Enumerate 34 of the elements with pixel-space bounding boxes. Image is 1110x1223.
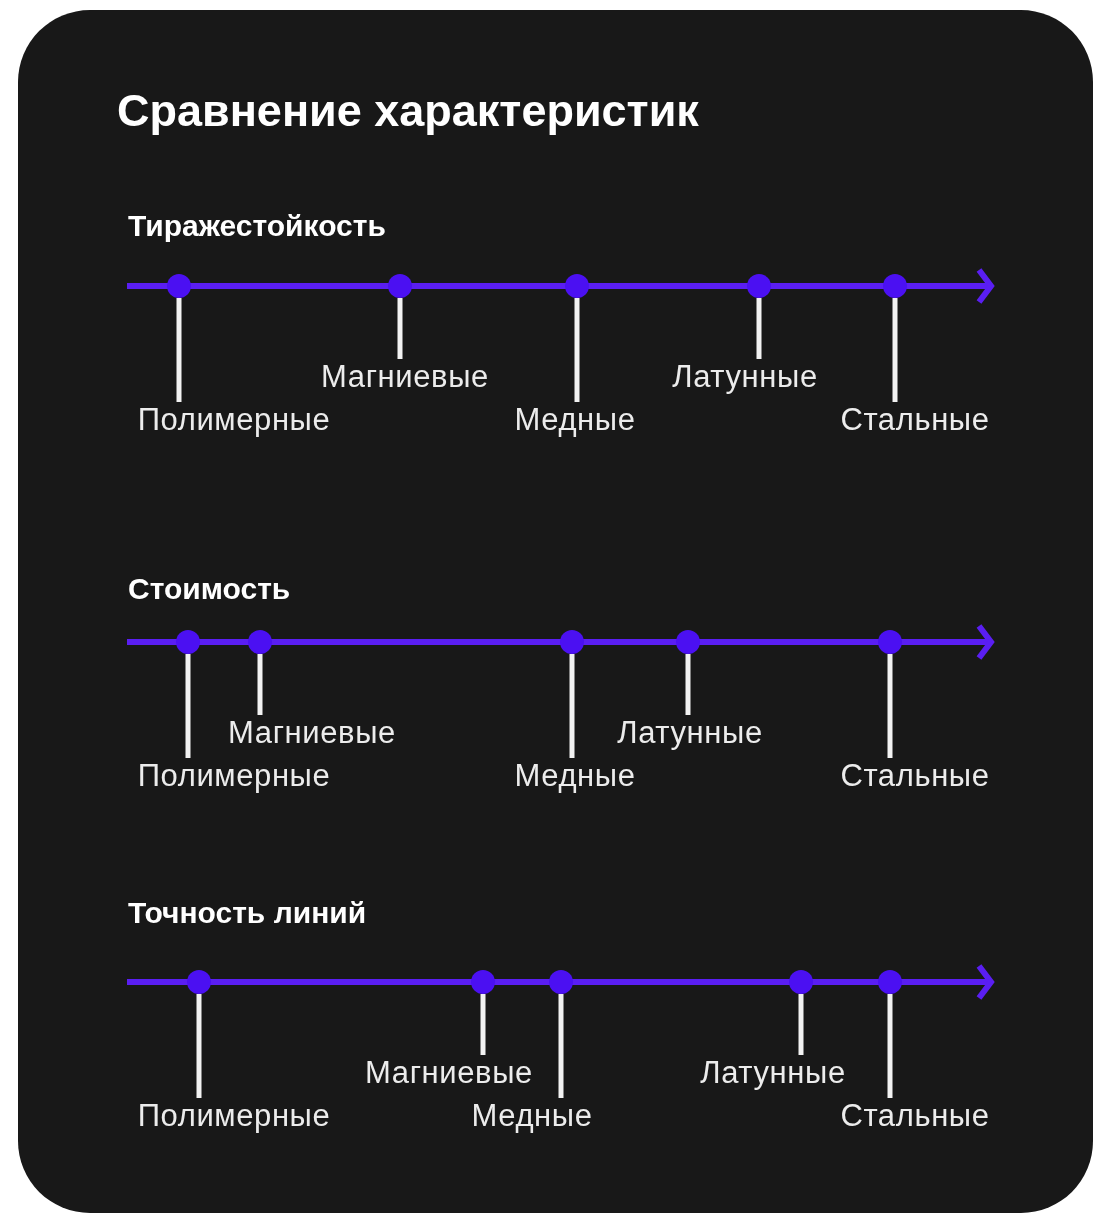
leader-line [887, 994, 893, 1098]
scale-label: Медные [514, 402, 636, 438]
leader-line [892, 298, 898, 402]
scale-label: Латунные [700, 1055, 846, 1091]
leader-line [887, 654, 893, 758]
scale-label: Латунные [617, 715, 763, 751]
leader-line [397, 298, 403, 359]
leader-line [798, 994, 804, 1055]
scale-label: Магниевые [365, 1055, 533, 1091]
scale-label: Полимерные [137, 402, 331, 438]
scale-heading: Тиражестойкость [128, 208, 386, 244]
scale-label: Стальные [840, 758, 990, 794]
scale-label: Медные [514, 758, 636, 794]
scale-label: Полимерные [137, 758, 331, 794]
title: Сравнение характеристик [117, 84, 699, 138]
scale-heading: Стоимость [128, 571, 291, 607]
leader-line [480, 994, 486, 1055]
leader-line [257, 654, 263, 715]
scale-label: Магниевые [228, 715, 396, 751]
leader-line [569, 654, 575, 758]
scale-heading: Точность линий [128, 895, 367, 931]
scale-label: Магниевые [321, 359, 489, 395]
leader-line [685, 654, 691, 715]
leader-line [196, 994, 202, 1098]
leader-line [185, 654, 191, 758]
scale-label: Стальные [840, 1098, 990, 1134]
leader-line [574, 298, 580, 402]
leader-line [558, 994, 564, 1098]
scale-label: Медные [471, 1098, 593, 1134]
scale-label: Полимерные [137, 1098, 331, 1134]
scale-label: Латунные [672, 359, 818, 395]
scale-label: Стальные [840, 402, 990, 438]
leader-line [756, 298, 762, 359]
leader-line [176, 298, 182, 402]
